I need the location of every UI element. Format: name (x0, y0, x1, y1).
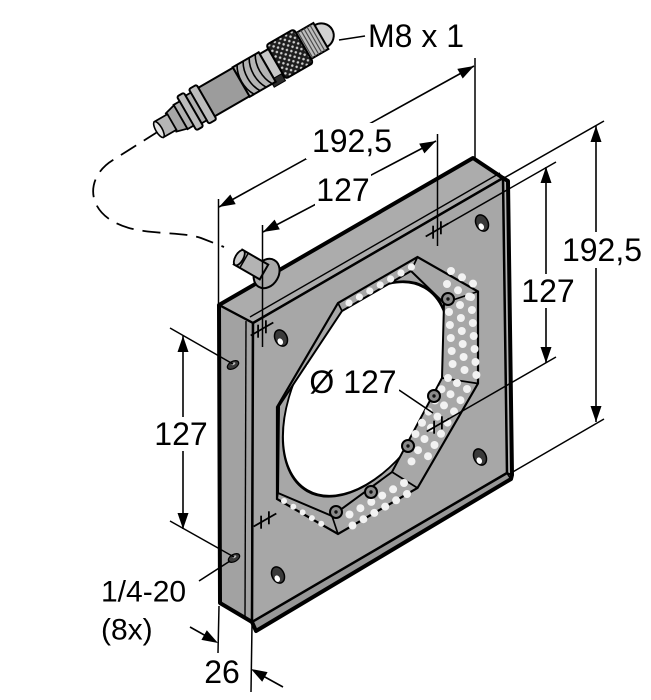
label-connector-thread: M8 x 1 (368, 18, 464, 54)
dimension-text-backgrounds (152, 123, 648, 451)
strain-relief-boot (164, 103, 189, 133)
dim-overall-height-right: 192,5 (562, 232, 642, 268)
dim-hole-spacing-top: 127 (316, 172, 369, 208)
panel-outer-silhouette (217, 156, 514, 633)
thread-ribs (297, 24, 326, 59)
panel-connector-stub (232, 248, 281, 290)
dimension-arrows (177, 66, 602, 682)
extension-lines (169, 58, 605, 693)
cable-dashed-line (92, 130, 225, 248)
dim-hole-spacing-left: 127 (154, 416, 207, 452)
top-chamfer-line (249, 172, 501, 318)
light-panel (216, 156, 514, 633)
face-screw-holes (270, 214, 490, 584)
panel-left-face (217, 303, 255, 624)
dim-hole-spacing-right: 127 (521, 273, 574, 309)
dimensions: M8 x 1 192,5 127 192,5 127 127 Ø 127 1/4… (101, 18, 648, 693)
bevel-screws (329, 292, 455, 519)
m8-connector-plug (152, 21, 335, 139)
dim-aperture-diameter: Ø 127 (309, 364, 396, 400)
leader-lines (198, 35, 434, 582)
dim-depth: 26 (204, 654, 240, 690)
cable-cut-end (152, 120, 166, 139)
dim-overall-width-top: 192,5 (312, 123, 392, 159)
left-chamfer-line (244, 320, 247, 618)
label-mount-thread: 1/4-20 (101, 576, 186, 609)
label-mount-thread-count: (8x) (101, 614, 153, 647)
